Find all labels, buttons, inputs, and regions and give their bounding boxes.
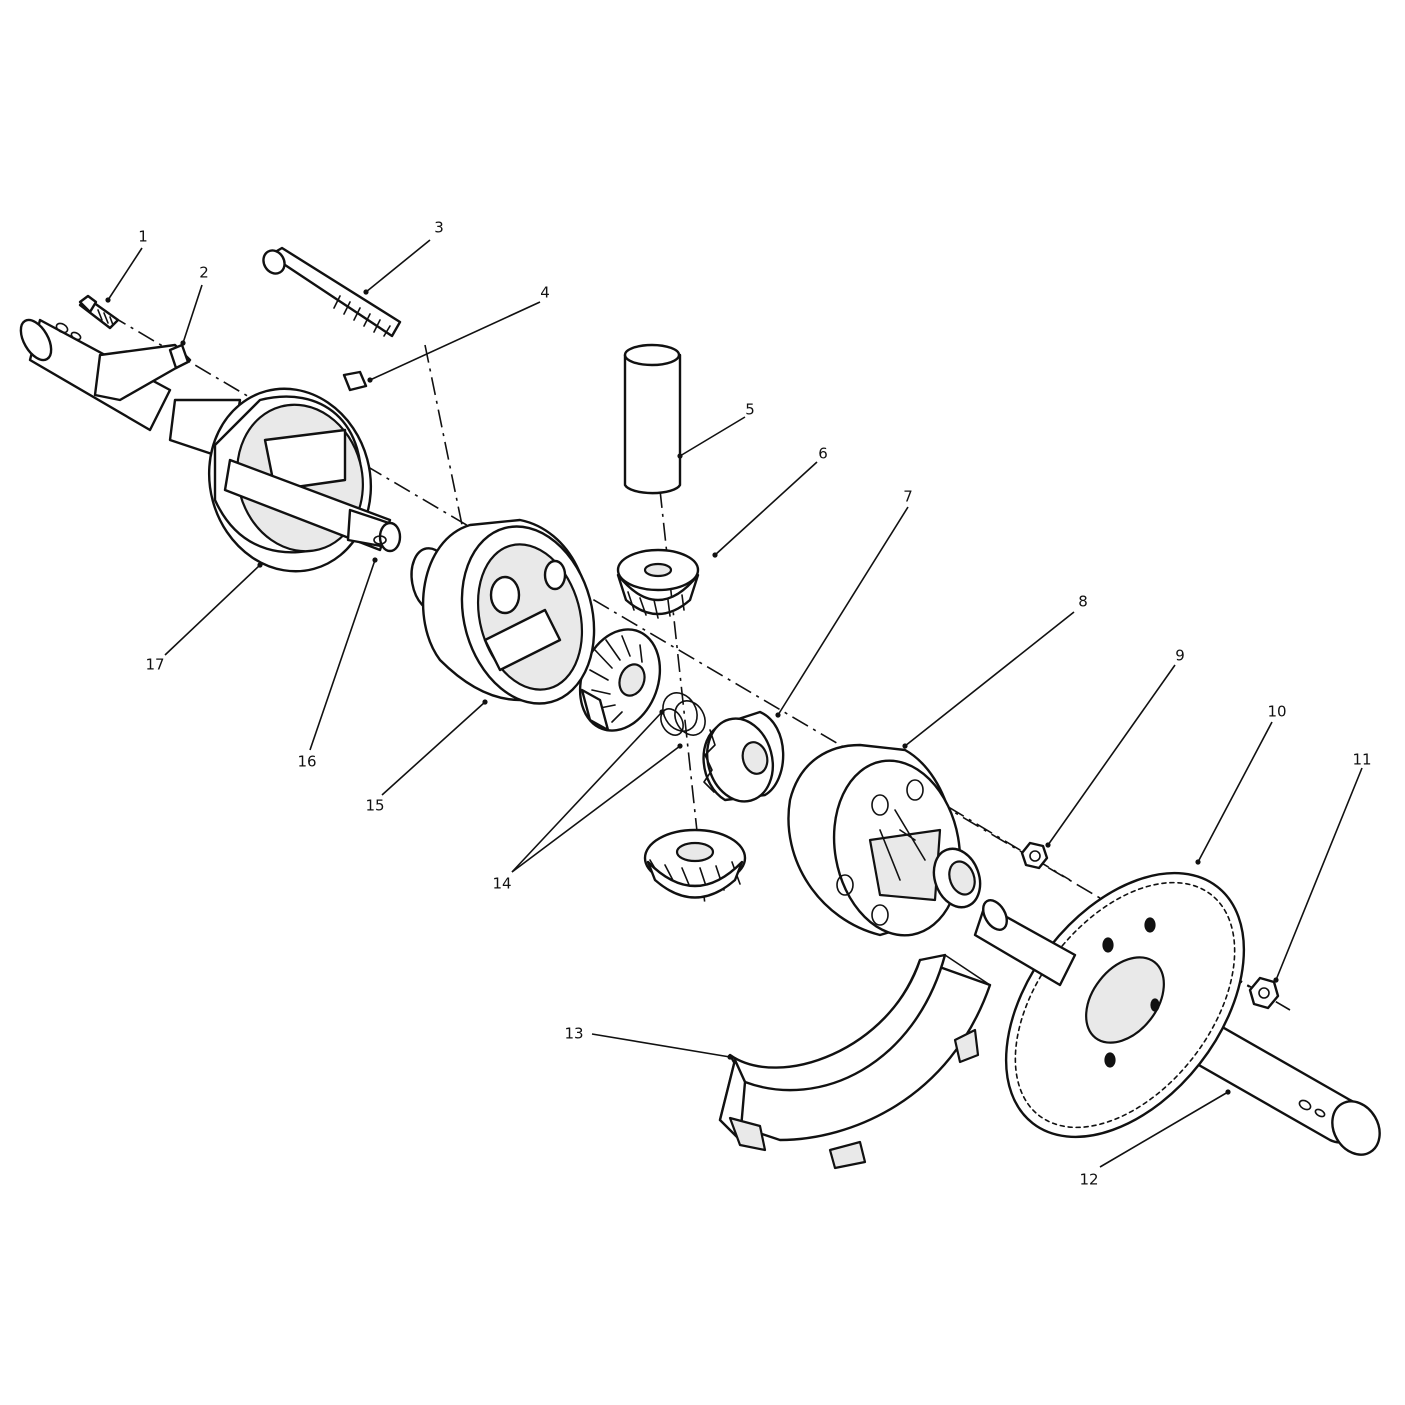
callout-16: 16 xyxy=(297,753,316,771)
differential-case-part-8 xyxy=(787,743,982,937)
callout-1: 1 xyxy=(138,228,148,246)
screw-part-1 xyxy=(78,294,120,330)
side-bevel-gear xyxy=(578,628,662,732)
clip-part-2 xyxy=(168,343,190,370)
callout-labels: 1 2 3 4 5 6 7 8 9 10 11 12 13 14 15 16 1… xyxy=(138,219,1371,1189)
bevel-gear-part-6 xyxy=(616,548,700,619)
pinion-gear-set-part-14 xyxy=(643,692,747,899)
callout-7: 7 xyxy=(903,488,913,506)
pinion-gear-part-7 xyxy=(702,710,785,803)
key-part-4 xyxy=(342,370,368,392)
brake-disc-part-10 xyxy=(973,871,1246,1139)
long-bolt-part-3 xyxy=(262,246,402,338)
callout-5: 5 xyxy=(745,401,755,419)
callout-10: 10 xyxy=(1267,703,1286,721)
differential-case-part-15 xyxy=(410,518,596,705)
nut-part-9 xyxy=(1020,841,1049,870)
pinion-pin-part-5 xyxy=(623,343,682,495)
callout-12: 12 xyxy=(1079,1171,1098,1189)
leader-dots xyxy=(105,289,1279,1095)
callout-13: 13 xyxy=(564,1025,583,1043)
brake-shoe-part-13 xyxy=(718,953,992,1170)
leader-lines xyxy=(107,239,1363,1168)
shaft-end-part-16 xyxy=(373,535,387,545)
callout-14: 14 xyxy=(492,875,511,893)
callout-6: 6 xyxy=(818,445,828,463)
callout-2: 2 xyxy=(199,264,209,282)
axle-housing-part-17 xyxy=(19,318,402,573)
callout-15: 15 xyxy=(365,797,384,815)
callout-9: 9 xyxy=(1175,647,1185,665)
nut-part-11 xyxy=(1248,976,1280,1010)
callout-4: 4 xyxy=(540,284,550,302)
callout-11: 11 xyxy=(1352,751,1371,769)
callout-8: 8 xyxy=(1078,593,1088,611)
callout-3: 3 xyxy=(434,219,444,237)
callout-17: 17 xyxy=(145,656,164,674)
